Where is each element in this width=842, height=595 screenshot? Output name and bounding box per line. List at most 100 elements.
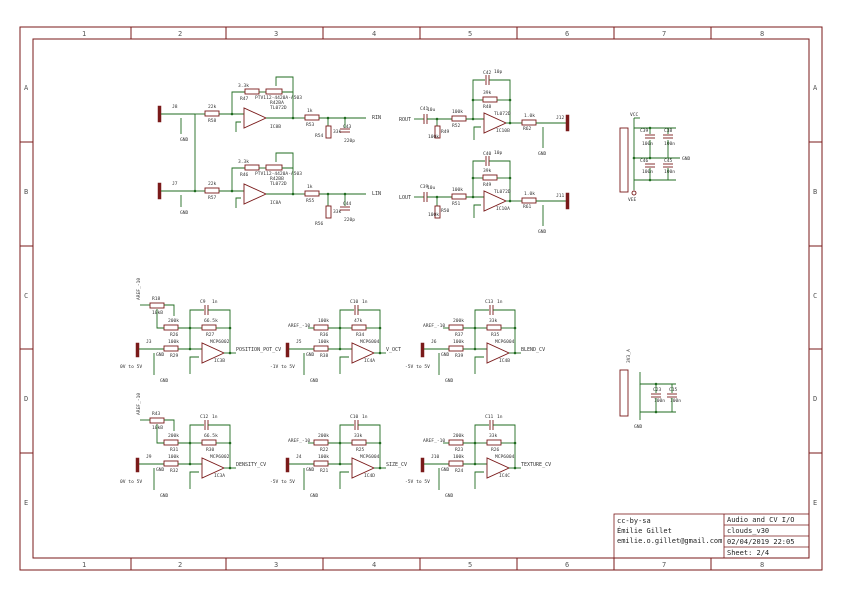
- svg-text:J9: J9: [146, 454, 152, 460]
- svg-text:AREF_-10: AREF_-10: [136, 393, 142, 415]
- row-label: C: [24, 292, 28, 300]
- svg-text:100n: 100n: [642, 169, 653, 175]
- svg-text:C11: C11: [485, 414, 494, 420]
- svg-text:3.3k: 3.3k: [238, 83, 249, 89]
- svg-text:IC3A: IC3A: [214, 473, 225, 479]
- svg-text:C9: C9: [200, 299, 206, 305]
- potentiometer-r42ba[interactable]: [265, 88, 283, 95]
- resistor-r54: [325, 125, 332, 139]
- svg-text:R62: R62: [523, 126, 532, 132]
- column-label: 5: [468, 30, 472, 38]
- svg-text:MCP6004: MCP6004: [495, 339, 515, 345]
- svg-text:10u: 10u: [427, 107, 436, 113]
- svg-text:TEXTURE_CV: TEXTURE_CV: [521, 462, 551, 468]
- jack-j12[interactable]: [565, 114, 570, 132]
- resistor-r30: [201, 439, 217, 446]
- label-j7: J7: [172, 181, 178, 187]
- svg-text:3V3_A: 3V3_A: [626, 349, 632, 363]
- resistor-r49b: [482, 174, 498, 181]
- svg-text:100k: 100k: [168, 454, 179, 460]
- svg-text:100k: 100k: [168, 339, 179, 345]
- svg-text:33k: 33k: [489, 433, 498, 439]
- column-label: 6: [565, 30, 569, 38]
- svg-text:R35: R35: [491, 332, 500, 338]
- audio-output-left: LOUT C39 10u 100k R50 100k R51 C40 10p 3…: [399, 150, 570, 235]
- row-label: C: [813, 292, 817, 300]
- jack-j6[interactable]: [420, 342, 425, 358]
- svg-text:C39: C39: [420, 184, 429, 190]
- svg-text:J3: J3: [146, 339, 152, 345]
- svg-text:100k: 100k: [453, 339, 464, 345]
- jack-j5[interactable]: [285, 342, 290, 358]
- svg-text:10kB: 10kB: [152, 310, 163, 316]
- svg-text:C45: C45: [664, 158, 673, 164]
- row-label: B: [24, 188, 28, 196]
- svg-text:1.0k: 1.0k: [524, 191, 535, 197]
- svg-text:AREF_-10: AREF_-10: [136, 278, 142, 300]
- svg-text:GND: GND: [310, 378, 319, 384]
- svg-text:C43: C43: [343, 124, 352, 130]
- resistor-r50: [434, 205, 441, 219]
- resistor-r26: [163, 324, 179, 331]
- svg-text:100k: 100k: [318, 339, 329, 345]
- resistor-r49: [434, 125, 441, 139]
- svg-text:R25: R25: [356, 447, 365, 453]
- row-label: D: [813, 395, 817, 403]
- resistor-r61: [521, 197, 537, 204]
- svg-text:IC10A: IC10A: [496, 206, 510, 212]
- opamp-ic10a: [483, 190, 508, 212]
- jack-j11[interactable]: [565, 192, 570, 210]
- jack-j8[interactable]: [157, 105, 162, 123]
- svg-text:R27: R27: [206, 332, 215, 338]
- svg-text:IC4D: IC4D: [364, 473, 375, 479]
- opamp-ic8a: [243, 183, 268, 205]
- svg-text:220p: 220p: [344, 138, 355, 144]
- svg-text:R36: R36: [320, 332, 329, 338]
- jack-j7[interactable]: [157, 182, 162, 200]
- jack-j3[interactable]: [135, 342, 140, 358]
- opamp-ic4d: [351, 457, 376, 479]
- svg-text:J4: J4: [296, 454, 302, 460]
- svg-text:R51: R51: [452, 201, 461, 207]
- svg-text:100k: 100k: [428, 212, 439, 218]
- svg-text:TL072D: TL072D: [494, 189, 511, 195]
- jack-j4[interactable]: [285, 457, 290, 473]
- svg-text:100k: 100k: [318, 454, 329, 460]
- resistor-r36: [313, 324, 329, 331]
- svg-text:R39: R39: [455, 353, 464, 359]
- svg-text:GND: GND: [156, 467, 165, 473]
- potentiometer-r18[interactable]: [149, 302, 165, 309]
- svg-text:GND: GND: [682, 156, 691, 162]
- svg-text:J10: J10: [431, 454, 440, 460]
- svg-text:1k: 1k: [307, 108, 313, 114]
- svg-text:TL072D: TL072D: [270, 105, 287, 111]
- svg-text:1n: 1n: [362, 414, 368, 420]
- svg-text:C12: C12: [200, 414, 209, 420]
- svg-text:1n: 1n: [497, 299, 503, 305]
- svg-text:IC4C: IC4C: [499, 473, 510, 479]
- resistor-r22: [313, 439, 329, 446]
- svg-text:-5V to 5V: -5V to 5V: [270, 479, 295, 485]
- svg-text:100k: 100k: [318, 318, 329, 324]
- svg-text:R31: R31: [170, 447, 179, 453]
- net-lout: LOUT: [399, 195, 411, 201]
- jack-j10[interactable]: [420, 457, 425, 473]
- potentiometer-r42bb[interactable]: [265, 164, 283, 171]
- svg-text:AREF_-10: AREF_-10: [423, 438, 445, 444]
- audio-input-right: J8 GND 22k R58 3.3k R47 PTV112-4420A-A50…: [157, 76, 381, 144]
- opamp-ic10b: [483, 112, 508, 134]
- svg-text:R42BB: R42BB: [270, 176, 284, 182]
- svg-text:1n: 1n: [497, 414, 503, 420]
- column-label: 1: [82, 30, 86, 38]
- resistor-r53: [304, 114, 320, 121]
- jack-j9[interactable]: [135, 457, 140, 473]
- svg-text:MCP6004: MCP6004: [360, 454, 380, 460]
- svg-text:GND: GND: [306, 352, 315, 358]
- audio-input-left: J7 GND 22k R57 3.3k R46 PTV112-4420A-A50…: [157, 114, 381, 227]
- svg-text:R23: R23: [455, 447, 464, 453]
- svg-text:R24: R24: [455, 468, 464, 474]
- author-email: emilie.o.gillet@gmail.com: [617, 537, 722, 545]
- potentiometer-r43[interactable]: [149, 417, 165, 424]
